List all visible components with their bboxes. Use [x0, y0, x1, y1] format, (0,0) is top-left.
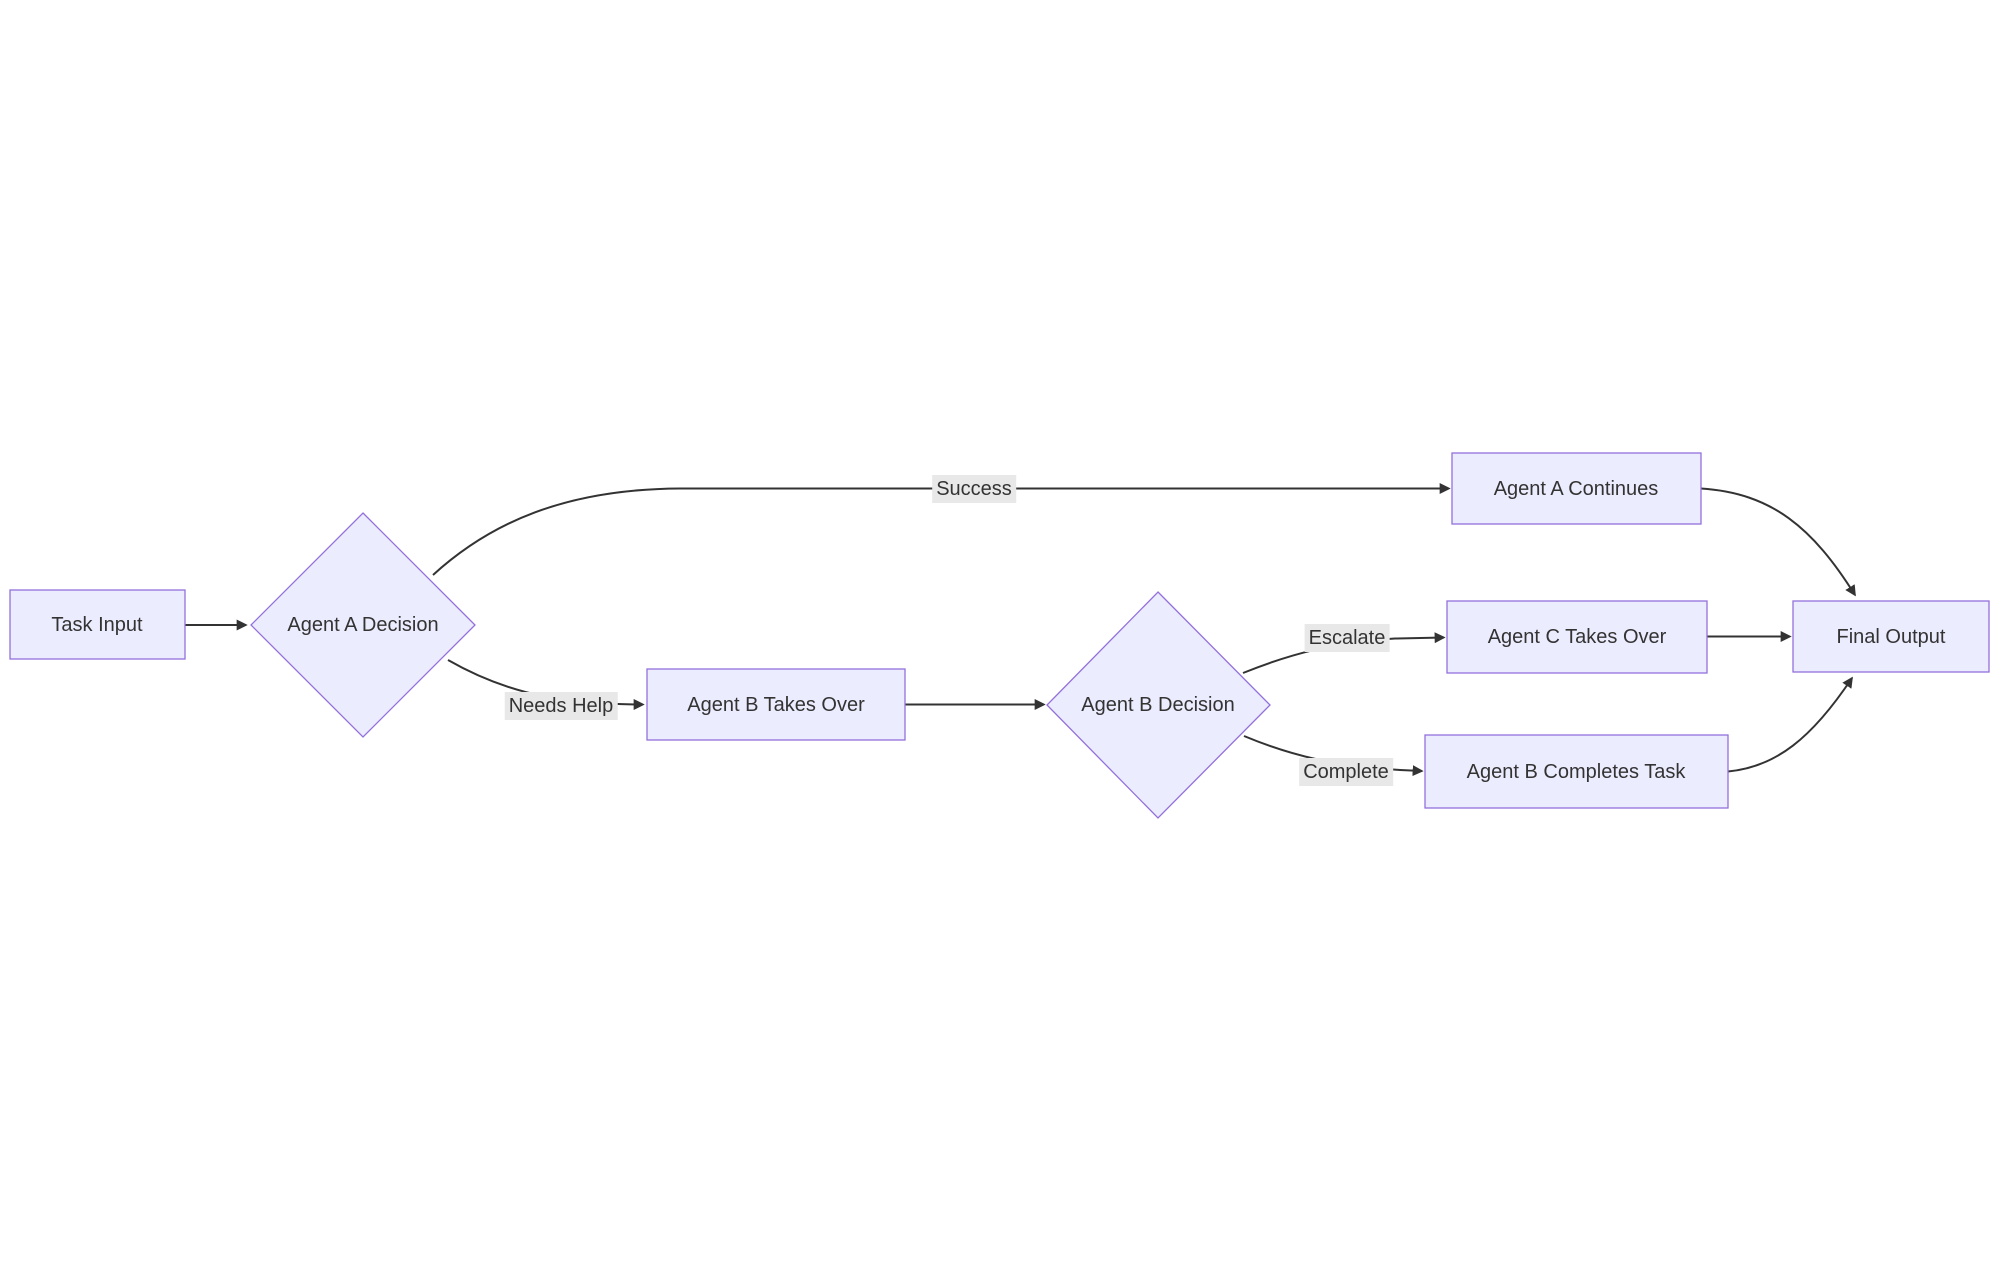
- edge-label-success: Success: [932, 475, 1016, 503]
- edge-agent-b-completes-task-to-final-output: [1727, 676, 1853, 773]
- agent-a-continues-node: [1451, 452, 1702, 525]
- node-layer: [9, 452, 1990, 819]
- node-label-final-output: Final Output: [1836, 626, 1946, 648]
- agent-b-takes-over-node: [646, 668, 906, 741]
- node-label-agent-a-decision: Agent A Decision: [287, 614, 439, 636]
- agent-c-takes-over-node: [1446, 600, 1708, 674]
- agent-b-completes-task-node: [1424, 734, 1729, 809]
- edge-label-needs-help: Needs Help: [504, 692, 618, 720]
- edge-label-complete: Complete: [1299, 758, 1393, 786]
- edge-success: [432, 483, 1451, 576]
- task-input-node: [9, 589, 186, 660]
- node-label-agent-a-continues: Agent A Continues: [1493, 478, 1659, 500]
- node-label-agent-c-takes-over: Agent C Takes Over: [1487, 626, 1667, 648]
- edge-label-escalate: Escalate: [1304, 624, 1390, 652]
- agent-b-decision-node: [1046, 591, 1271, 819]
- node-label-task-input: Task Input: [51, 614, 143, 636]
- node-label-agent-b-completes-task: Agent B Completes Task: [1466, 761, 1686, 783]
- agent-a-decision-node: [250, 512, 476, 738]
- edge-agent-a-continues-to-final-output: [1700, 487, 1856, 597]
- node-label-agent-b-takes-over: Agent B Takes Over: [687, 694, 865, 716]
- node-label-agent-b-decision: Agent B Decision: [1081, 694, 1235, 716]
- final-output-node: [1792, 600, 1990, 673]
